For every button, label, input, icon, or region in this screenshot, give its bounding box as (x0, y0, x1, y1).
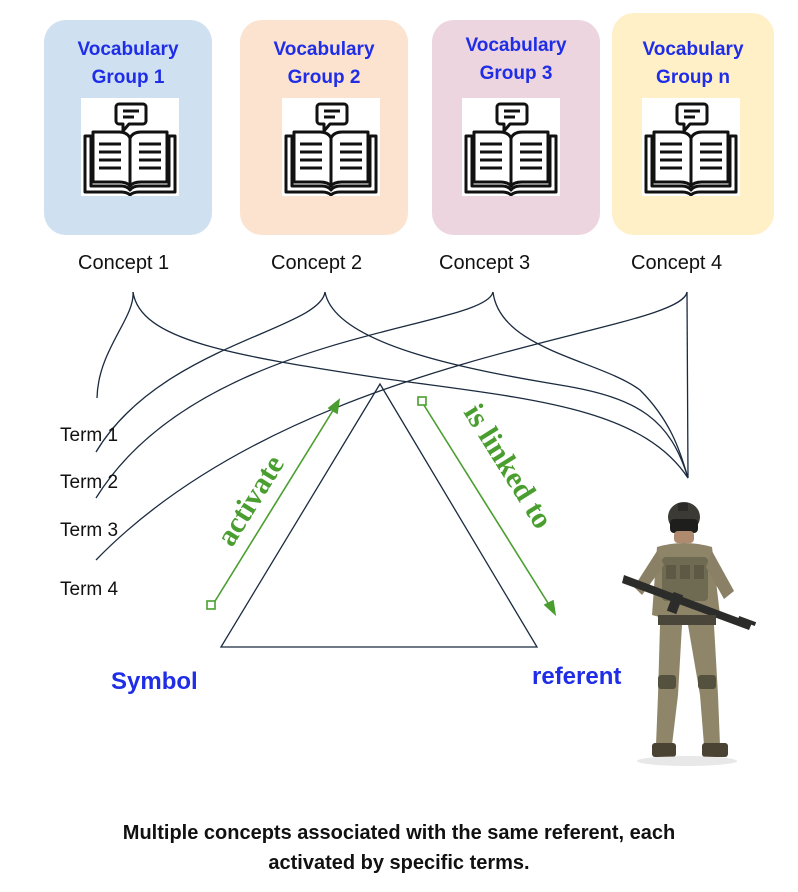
concept-3-to-referent (492, 291, 689, 479)
concept-2-to-referent (324, 291, 689, 479)
term-label-1: Term 1 (60, 425, 119, 446)
concept-1-to-referent (132, 291, 689, 479)
vocab-group-2-title-line1: Vocabulary (273, 39, 375, 60)
caption-line-1: Multiple concepts associated with the sa… (122, 822, 676, 844)
book-speech-icon (642, 98, 740, 197)
linked-arrow-line (421, 401, 554, 612)
vocab-group-1-title-line2: Group 1 (91, 67, 165, 88)
vocab-group-2-title: Vocabulary Group 2 (240, 36, 408, 92)
vocab-group-n: Vocabulary Group n (612, 13, 774, 235)
linked-arrow-tail (417, 396, 427, 406)
activate-arrow-line (211, 403, 338, 607)
vocab-group-2-title-line2: Group 2 (287, 67, 361, 88)
term-label-3: Term 3 (60, 520, 119, 541)
activate-arrow-tail (206, 600, 216, 610)
activate-label: activate (210, 449, 291, 551)
symbol-label: Symbol (111, 668, 198, 695)
soldier-figure (622, 502, 757, 766)
concept-label-3: Concept 3 (439, 252, 531, 274)
concept-4-brace (95, 291, 688, 561)
vocab-group-1: Vocabulary Group 1 (44, 20, 212, 235)
linked-label: is linked to (457, 398, 559, 534)
term-label-2: Term 2 (60, 472, 119, 493)
concept-3-brace (95, 291, 494, 499)
vocab-group-1-title-line1: Vocabulary (77, 39, 179, 60)
referent-label: referent (532, 663, 622, 690)
book-speech-icon (81, 98, 179, 197)
vocab-group-n-title: Vocabulary Group n (612, 36, 774, 92)
vocab-group-1-title: Vocabulary Group 1 (44, 36, 212, 92)
vocab-group-3-title: Vocabulary Group 3 (432, 32, 600, 88)
concept-2-brace (95, 291, 326, 453)
concept-label-1: Concept 1 (78, 252, 170, 274)
activate-arrow-head (327, 398, 341, 415)
vocab-group-3-title-line2: Group 3 (479, 63, 553, 84)
concept-label-4: Concept 4 (631, 252, 723, 274)
vocab-group-n-title-line2: Group n (656, 67, 730, 88)
linked-arrow-head (543, 599, 557, 617)
book-speech-icon (462, 98, 560, 197)
figure-caption: Multiple concepts associated with the sa… (40, 818, 758, 878)
book-speech-icon (282, 98, 380, 197)
term-label-4: Term 4 (60, 579, 119, 600)
vocab-group-3: Vocabulary Group 3 (432, 20, 600, 235)
concept-label-2: Concept 2 (271, 252, 363, 274)
concept-4-to-referent (686, 291, 689, 479)
semiotic-triangle (219, 382, 539, 648)
vocab-group-3-title-line1: Vocabulary (465, 35, 567, 56)
vocab-group-2: Vocabulary Group 2 (240, 20, 408, 235)
vocab-group-n-title-line1: Vocabulary (642, 39, 744, 60)
concept-1-brace (96, 291, 134, 399)
caption-line-2: activated by specific terms. (268, 852, 530, 874)
